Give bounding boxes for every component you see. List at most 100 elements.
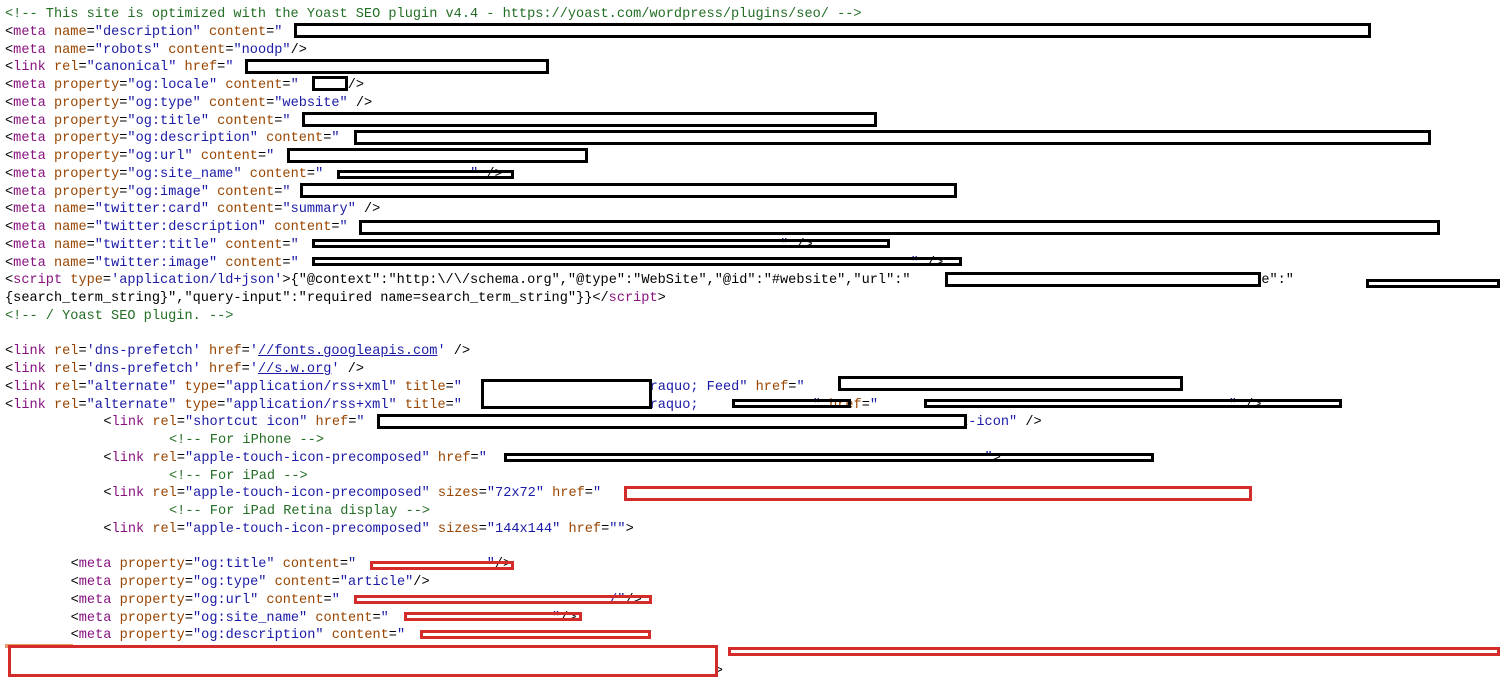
attr-value: "twitter:card"	[94, 202, 218, 218]
tag-name: meta	[13, 95, 54, 111]
attr-value: "	[282, 184, 291, 200]
tag-name: meta	[78, 575, 120, 590]
tag-name: meta	[78, 557, 120, 573]
attr-value: "	[396, 628, 406, 644]
redaction-box	[359, 220, 1440, 235]
tag-name: meta	[78, 628, 120, 644]
tag-name: meta	[78, 610, 120, 626]
punctuation: =	[119, 166, 128, 182]
punctuation: =	[78, 60, 87, 76]
punctuation: =	[225, 42, 234, 58]
attr-value: "	[478, 450, 487, 466]
punctuation: =	[339, 557, 349, 573]
attr-value: "	[331, 592, 340, 608]
redaction-box	[300, 183, 957, 198]
punctuation: />	[347, 362, 365, 377]
attr-name: content	[225, 78, 283, 93]
attr-name: content	[266, 592, 324, 608]
redaction-box	[312, 76, 348, 91]
attr-name: content	[331, 628, 389, 644]
source-line: <meta name="twitter:card" content="summa…	[0, 201, 380, 218]
attr-name: property	[53, 149, 120, 164]
source-link[interactable]: //fonts.googleapis.com	[257, 344, 438, 360]
tag-name: meta	[13, 131, 54, 147]
punctuation: <	[5, 220, 14, 235]
punctuation: =	[176, 521, 186, 537]
punctuation: <	[70, 628, 79, 644]
attr-value: "	[339, 220, 348, 235]
attr-value: "	[290, 78, 299, 93]
attr-name: rel	[53, 362, 79, 377]
punctuation: =	[102, 273, 112, 289]
punctuation: =	[274, 113, 283, 129]
attr-name: content	[209, 24, 267, 40]
tag-name: meta	[78, 592, 120, 608]
source-line: <meta property="og:type" content="articl…	[0, 574, 430, 591]
tag-name: link	[111, 521, 153, 537]
attr-name: rel	[53, 344, 79, 360]
tag-name: link	[111, 486, 153, 502]
punctuation: =	[470, 450, 479, 466]
redaction-box	[732, 399, 851, 408]
attr-name: content	[266, 131, 324, 147]
attr-name: content	[315, 610, 373, 626]
attr-name: sizes	[437, 521, 479, 537]
punctuation: =	[445, 397, 454, 413]
tag-name: meta	[13, 24, 54, 40]
redaction-box-red	[404, 612, 582, 621]
attr-name: property	[53, 166, 120, 182]
punctuation: =	[331, 575, 340, 590]
attr-name: href	[184, 60, 218, 76]
comment: <!-- / Yoast SEO plugin. -->	[5, 308, 234, 324]
attr-value: "	[486, 557, 495, 573]
punctuation: =	[184, 557, 193, 573]
punctuation: />	[1025, 415, 1042, 431]
redaction-box	[245, 59, 549, 74]
tag-name: link	[111, 415, 153, 431]
punctuation: />	[413, 575, 430, 590]
redaction-box	[312, 257, 962, 266]
redaction-box-red	[354, 595, 652, 604]
comment: <!-- For iPad Retina display -->	[169, 504, 431, 519]
punctuation: <	[70, 592, 79, 608]
attr-value: "	[592, 486, 602, 502]
attr-value: "	[266, 149, 275, 164]
punctuation: <	[5, 273, 14, 289]
source-line: <!-- For iPad Retina display -->	[0, 503, 430, 520]
punctuation: =	[78, 397, 87, 413]
punctuation: <	[70, 557, 79, 573]
attr-value: "og:locale"	[127, 78, 226, 93]
attr-value: "shortcut icon"	[185, 415, 316, 431]
punctuation: <	[5, 149, 14, 164]
attr-value: "og:description"	[127, 131, 267, 147]
attr-value: "	[356, 415, 365, 431]
attr-value: "apple-touch-icon-precomposed"	[185, 450, 438, 466]
attr-name: name	[53, 42, 87, 58]
punctuation: =	[86, 202, 95, 218]
redaction-box	[377, 414, 967, 429]
tag-name: meta	[13, 166, 54, 182]
attr-name: content	[217, 113, 275, 129]
punctuation: =	[282, 237, 291, 253]
attr-name: property	[53, 131, 120, 147]
redaction-box	[337, 170, 514, 179]
attr-value: "og:site_name"	[193, 610, 316, 626]
attr-value: "	[470, 166, 487, 182]
punctuation: <	[5, 95, 14, 111]
attr-name: href	[437, 450, 471, 466]
redaction-box	[838, 376, 1183, 391]
attr-value: "og:type"	[193, 575, 275, 590]
tag-name: meta	[13, 202, 54, 218]
tag-name: meta	[13, 149, 54, 164]
comment: <!-- For iPad -->	[169, 468, 308, 484]
punctuation: =	[176, 415, 186, 431]
attr-name: property	[119, 575, 185, 590]
source-line: <link rel='dns-prefetch' href='//fonts.g…	[0, 343, 470, 360]
punctuation: />	[453, 344, 471, 360]
punctuation: <	[5, 344, 14, 360]
tag-name: link	[13, 379, 54, 395]
punctuation: =	[119, 131, 128, 147]
attr-value: "	[984, 450, 993, 466]
source-line: <link rel="apple-touch-icon-precomposed"…	[0, 521, 633, 538]
source-link[interactable]: //s.w.org	[257, 362, 332, 377]
